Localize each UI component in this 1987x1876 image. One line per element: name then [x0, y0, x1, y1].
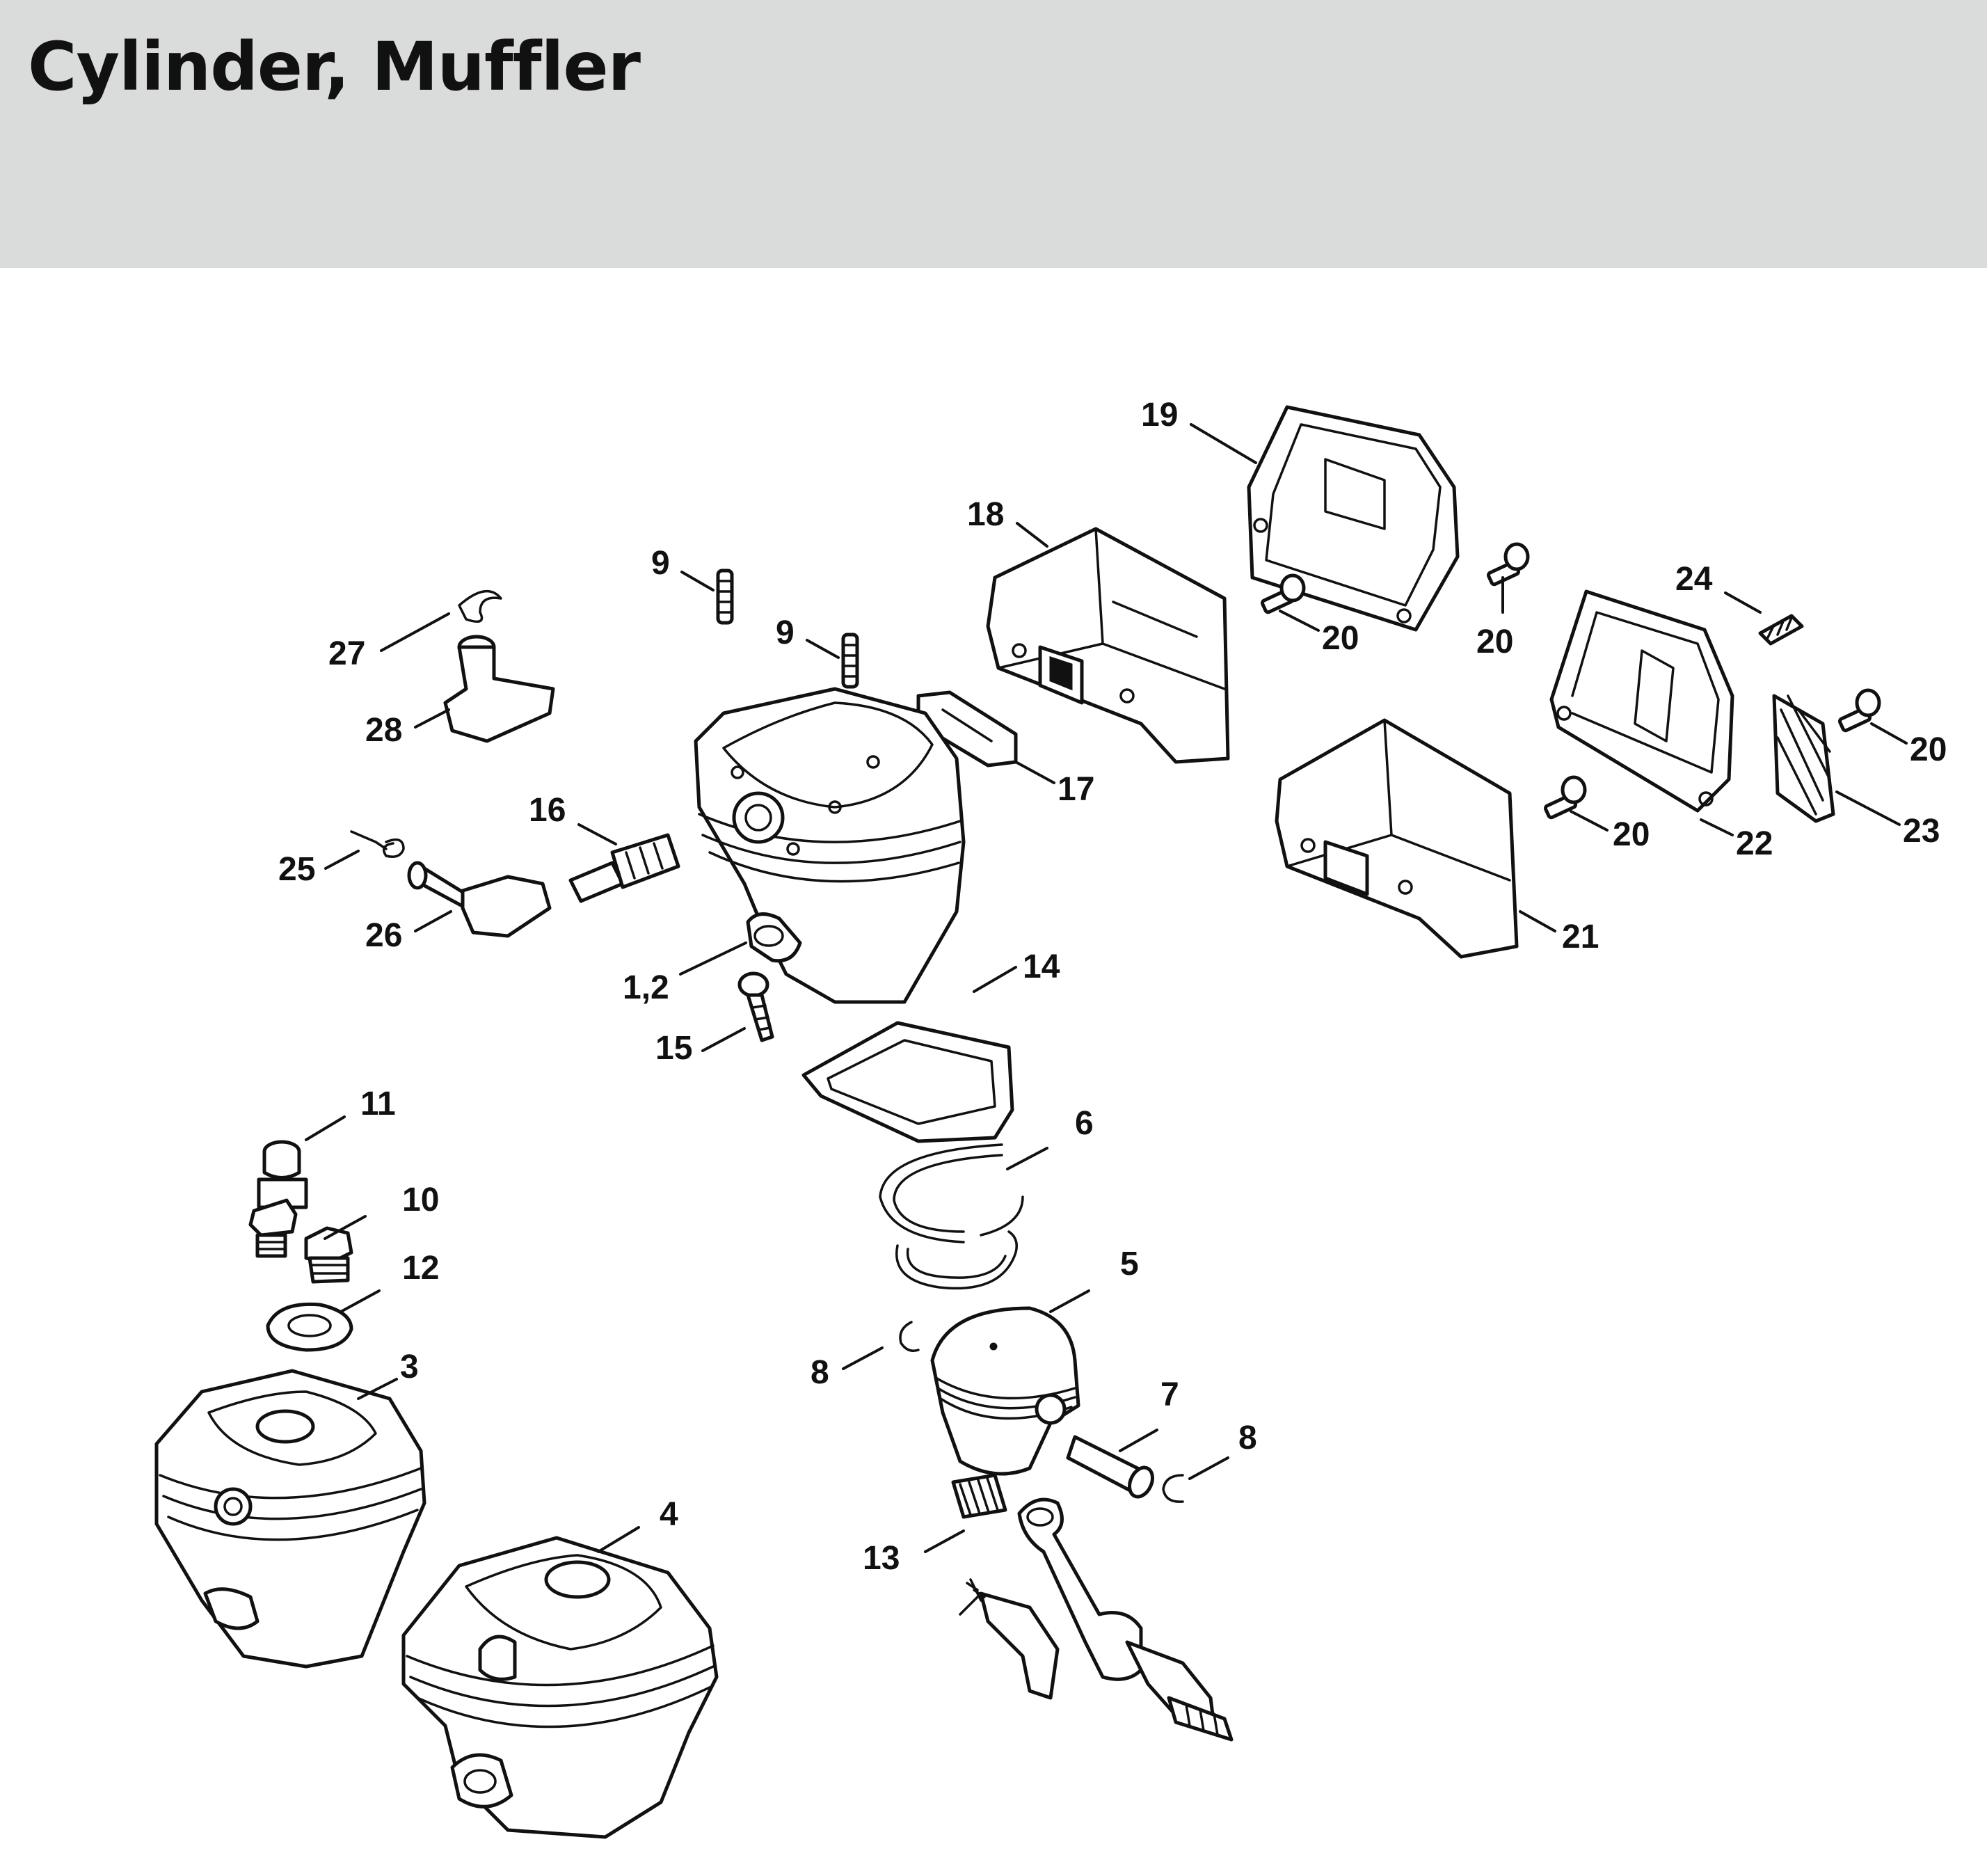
part-22-muffler-shell-right: [1549, 589, 1734, 813]
part-27-clip: [458, 589, 502, 623]
callout-8-b: 8: [1238, 1420, 1257, 1456]
part-16-spark-plug: [568, 833, 680, 903]
part-9-stud-a: [716, 569, 734, 625]
part-23-spark-screen: [1772, 694, 1835, 823]
part-6-piston-rings: [879, 1143, 1024, 1290]
callout-3: 3: [400, 1349, 419, 1385]
callout-20-d: 20: [1613, 816, 1650, 853]
part-20-screw-c: [1837, 688, 1881, 733]
callout-20-c: 20: [1910, 731, 1947, 768]
callout-6: 6: [1075, 1105, 1094, 1142]
part-20-screw-b: [1486, 542, 1530, 587]
part-20-screw-a: [1260, 573, 1306, 614]
callout-8-a: 8: [811, 1354, 829, 1391]
callout-14: 14: [1023, 948, 1060, 985]
part-10-plug: [304, 1226, 353, 1284]
callout-13: 13: [863, 1540, 900, 1577]
callout-28: 28: [365, 712, 402, 749]
part-24-screw: [1758, 614, 1804, 646]
header-bar: Cylinder, Muffler: [0, 0, 1987, 268]
callout-20-b: 20: [1476, 623, 1513, 660]
part-15-screw: [737, 971, 774, 1042]
callout-24: 24: [1675, 561, 1713, 598]
callout-9-a: 9: [651, 545, 670, 582]
page-title: Cylinder, Muffler: [28, 28, 641, 106]
part-4-cylinder-variant: [401, 1536, 719, 1839]
callout-11: 11: [360, 1086, 396, 1122]
callout-19: 19: [1141, 397, 1178, 434]
part-8-circlip-b: [1162, 1474, 1184, 1503]
part-1-2-cylinder: [694, 687, 966, 1004]
callout-20-a: 20: [1322, 620, 1359, 657]
callout-15: 15: [655, 1030, 692, 1067]
callout-7: 7: [1160, 1376, 1179, 1413]
callout-9-b: 9: [776, 614, 795, 651]
part-21-muffler-lower: [1275, 718, 1519, 959]
part-9-stud-b: [841, 633, 859, 689]
callout-21: 21: [1562, 919, 1599, 955]
part-19-muffler-shell: [1247, 405, 1460, 632]
part-crankshaft: [959, 1497, 1234, 1742]
part-5-piston: [930, 1306, 1080, 1476]
callout-4: 4: [660, 1496, 678, 1533]
part-12-washer: [266, 1302, 353, 1352]
part-28-elbow-connector: [443, 635, 555, 743]
callout-27: 27: [328, 635, 365, 672]
callout-1-2: 1,2: [623, 969, 669, 1006]
callout-12: 12: [402, 1250, 439, 1287]
leader-lines: [305, 423, 1908, 1553]
callout-22: 22: [1736, 825, 1773, 862]
part-14-base-gasket: [801, 1021, 1014, 1143]
callout-5: 5: [1120, 1246, 1139, 1282]
callout-25: 25: [278, 851, 315, 888]
callout-10: 10: [402, 1182, 439, 1218]
callout-18: 18: [967, 496, 1004, 533]
callout-16: 16: [529, 792, 566, 829]
part-25-spring: [350, 830, 405, 858]
part-8-circlip-a: [899, 1321, 920, 1352]
part-7-piston-pin: [1066, 1435, 1154, 1499]
part-13-needle-cage: [951, 1473, 1007, 1519]
part-3-cylinder-variant: [154, 1369, 426, 1669]
callout-26: 26: [365, 917, 402, 954]
part-20-screw-d: [1543, 775, 1587, 820]
callout-23: 23: [1903, 813, 1940, 850]
part-11-fitting: [248, 1140, 308, 1258]
callout-17: 17: [1058, 771, 1094, 808]
part-18-muffler-body: [986, 527, 1230, 764]
part-26-spark-plug-boot: [407, 861, 552, 938]
